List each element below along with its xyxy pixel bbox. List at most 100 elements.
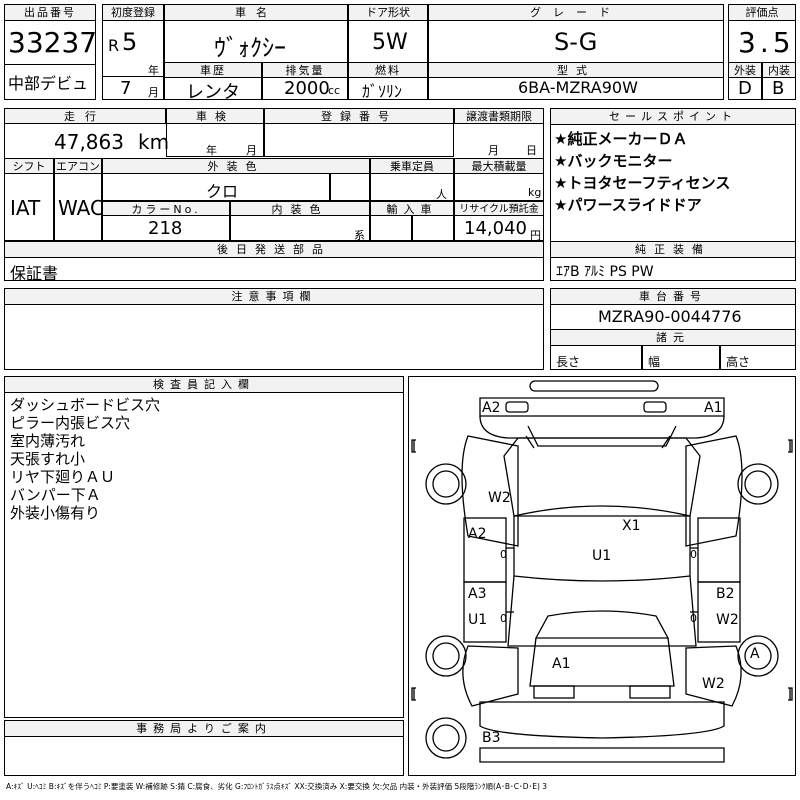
load-label: 最大積載量: [454, 158, 544, 174]
load-cell: [454, 173, 544, 201]
int-grade: B: [772, 78, 785, 99]
damage-code: W2: [488, 490, 511, 506]
damage-code: U1: [592, 548, 612, 564]
later-parts: 保証書: [10, 264, 59, 283]
venue: 中部デビュ: [8, 74, 89, 93]
sales-label: セールスポイント: [550, 108, 796, 125]
transfer-day-unit: 日: [526, 144, 537, 157]
height-label: 高さ: [726, 355, 751, 369]
reg-no-label: 登録番号: [264, 108, 454, 124]
era: R: [108, 36, 120, 55]
chassis-number: MZRA90-0044776: [598, 307, 742, 326]
import-cell-b: [412, 215, 454, 241]
int-color-unit: 系: [354, 229, 365, 242]
color-no: 218: [148, 218, 183, 239]
sales-item: ★トヨタセーフティセンス: [554, 174, 731, 192]
year-divider: [102, 76, 164, 77]
model-label: 型式: [428, 62, 724, 78]
ext-color-label: 外装色: [102, 158, 370, 174]
import-cell-a: [370, 215, 412, 241]
damage-code: B3: [482, 730, 501, 746]
lot-no-label: 出品番号: [4, 4, 96, 21]
inspector-note: リヤ下廻りＡＵ: [10, 468, 116, 486]
damage-code: B2: [716, 586, 735, 602]
car-name: ｳﾞｫｸｼｰ: [214, 34, 286, 62]
transfer-month-unit: 月: [488, 144, 499, 157]
color-no-label: カラーNo.: [102, 201, 230, 216]
import-label: 輸入車: [370, 201, 454, 216]
shift-cell: [4, 173, 54, 241]
year-unit: 年: [148, 64, 159, 77]
sales-item: ★バックモニター: [554, 152, 673, 170]
grade: S-G: [554, 28, 598, 56]
inspector-note: ピラー内張ビス穴: [10, 414, 131, 432]
length-cell: [550, 345, 642, 370]
sales-item: ★純正メーカーＤＡ: [554, 130, 688, 148]
int-grade-cell: [762, 77, 796, 100]
inspector-note: 室内薄汚れ: [10, 432, 86, 450]
inspector-note: バンパー下Ａ: [10, 486, 101, 504]
fuel-label: 燃料: [348, 62, 428, 78]
sales-item: ★パワースライドドア: [554, 196, 702, 214]
damage-code: A1: [704, 400, 723, 416]
first-reg-month: 7: [120, 78, 132, 99]
insp-cell: [166, 123, 264, 157]
damage-code: A2: [468, 526, 487, 542]
mileage-unit: km: [138, 130, 170, 154]
inspector-label: 検査員記入欄: [4, 376, 404, 393]
width-cell: [642, 345, 720, 370]
legend: A:ｷｽﾞ U:ﾍｺﾐ B:ｷｽﾞを伴うﾍｺﾐ P:要塗装 W:補修跡 S:錆 …: [6, 782, 548, 791]
displacement-cell: [262, 77, 348, 100]
mileage: 47,863: [54, 130, 124, 154]
history-label: 車歴: [164, 62, 262, 78]
recycle-label: リサイクル預託金: [454, 201, 544, 216]
capacity-unit: 人: [436, 188, 447, 201]
car-body-diagram: [411, 380, 793, 763]
recycle-amount: 14,040: [464, 218, 527, 239]
recycle-cell: [454, 215, 544, 241]
grade-label: グレード: [428, 4, 724, 21]
ac-label: エアコン: [54, 158, 102, 174]
history-cell: [164, 77, 262, 100]
capacity-label: 乗車定員: [370, 158, 454, 174]
damage-code: U1: [468, 612, 488, 628]
damage-code: A1: [552, 656, 571, 672]
inspection-label: 車検: [166, 108, 264, 124]
damage-code: W2: [702, 676, 725, 692]
damage-code: A: [750, 646, 760, 662]
mileage-label: 走行: [4, 108, 166, 124]
insp-month-unit: 月: [246, 144, 257, 157]
height-cell: [720, 345, 796, 370]
damage-code: W2: [716, 612, 739, 628]
equipment-cell: [550, 257, 796, 281]
shift-label: シフト: [4, 158, 54, 174]
damage-code: X1: [622, 518, 641, 534]
shift: IAT: [10, 196, 41, 220]
displacement-unit: cc: [328, 84, 341, 97]
int-grade-label: 内装: [762, 62, 796, 78]
later-parts-label: 後日発送部品: [4, 241, 544, 258]
capacity-cell: [370, 173, 454, 201]
inspector-note: 天張すれ小: [10, 450, 86, 468]
int-color-cell: [230, 215, 370, 241]
inspector-notes: ダッシュボードビス穴 ピラー内張ビス穴 室内薄汚れ 天張すれ小 リヤ下廻りＡＵ …: [10, 396, 400, 522]
damage-diagram-box: [408, 376, 796, 776]
door-label: ドア形状: [348, 4, 428, 21]
displacement-label: 排気量: [262, 62, 348, 78]
caution-label: 注意事項欄: [4, 288, 544, 305]
ext-color: クロ: [206, 182, 239, 201]
ext-grade: D: [738, 78, 752, 99]
width-label: 幅: [648, 355, 661, 369]
equipment-label: 純正装備: [550, 241, 796, 258]
ext-grade-cell: [728, 77, 762, 100]
first-reg-year: 5: [122, 28, 138, 56]
score: 3.5: [738, 26, 795, 59]
int-color-label: 内装色: [230, 201, 370, 216]
door: 5W: [372, 30, 408, 55]
damage-code: A2: [482, 400, 501, 416]
door-marker: 0: [500, 612, 507, 625]
reg-no-cell: [264, 123, 454, 157]
inspector-note: ダッシュボードビス穴: [10, 396, 161, 414]
recycle-unit: 円: [530, 229, 541, 242]
lot-no: 33237: [8, 26, 98, 59]
